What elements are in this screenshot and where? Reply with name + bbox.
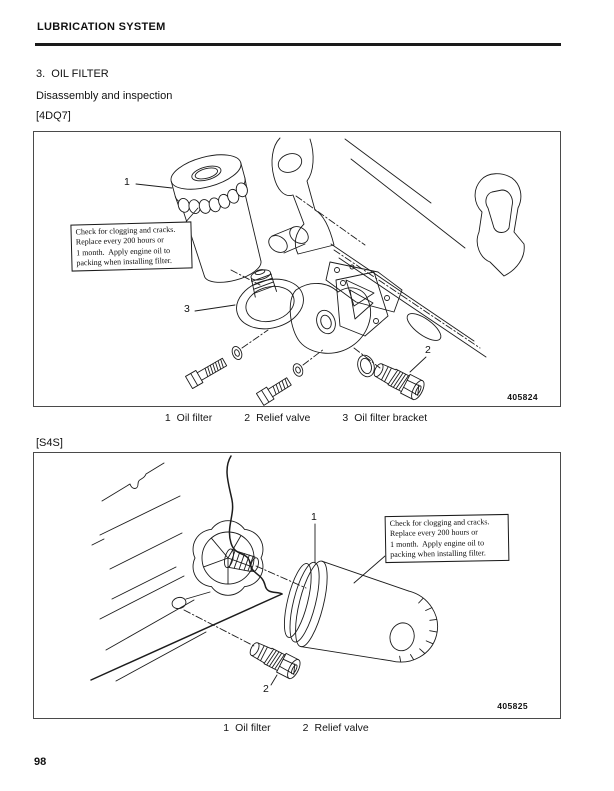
- callout-1-label: 1: [124, 176, 130, 188]
- exploded-view-4dq7: [135, 137, 525, 406]
- relief-valve-drawing: [249, 642, 301, 680]
- mounting-bolt-drawing: [185, 357, 228, 390]
- figure-s4s-box: 1 2 Check for clogging and cracks. Repla…: [33, 452, 561, 719]
- caption-number: 1: [164, 412, 171, 424]
- header-rule: [35, 43, 561, 46]
- bolt-center-line: [241, 329, 269, 349]
- mounting-bolt-drawing: [255, 377, 292, 406]
- relief-valve-drawing: [373, 363, 425, 401]
- callout-2-leader: [409, 356, 427, 373]
- variant-label-s4s: [S4S]: [36, 437, 63, 449]
- caption-item: 2 Relief valve: [303, 722, 369, 734]
- subheading: Disassembly and inspection: [36, 90, 173, 102]
- caption-number: 2: [244, 412, 251, 424]
- filter-flange-drawing: [192, 520, 264, 596]
- note-leader: [353, 555, 386, 584]
- washer-drawing: [231, 346, 243, 360]
- note-leader: [183, 207, 199, 225]
- callout-3-label: 3: [184, 303, 190, 315]
- caption-label: Oil filter: [235, 722, 271, 734]
- note-line: packing when installing filter.: [390, 548, 486, 559]
- oil-filter-drawing: [283, 560, 438, 663]
- variant-label-4dq7: [4DQ7]: [36, 110, 71, 122]
- caption-item: 1 Oil filter: [165, 412, 212, 424]
- filter-bracket-drawing: [236, 269, 389, 354]
- washer-drawing: [292, 363, 304, 377]
- engine-crankcase-drawing: [90, 455, 283, 682]
- filter-center-line: [230, 269, 261, 286]
- caption-number: 1: [223, 722, 230, 734]
- callout-3-leader: [194, 304, 236, 312]
- caption-label: Oil filter bracket: [354, 412, 428, 424]
- page-number: 98: [34, 756, 47, 768]
- bolt-center-line: [302, 348, 325, 366]
- caption-number: 2: [302, 722, 309, 734]
- caption-label: Relief valve: [314, 722, 369, 734]
- oil-filter-drawing: [170, 154, 262, 283]
- o-ring-drawing: [357, 354, 375, 378]
- note-line: packing when installing filter.: [76, 255, 173, 268]
- page-title: LUBRICATION SYSTEM: [37, 21, 166, 33]
- caption-number: 3: [342, 412, 349, 424]
- caption-item: 1 Oil filter: [223, 722, 270, 734]
- valve-center-line: [353, 347, 381, 369]
- caption-label: Relief valve: [256, 412, 311, 424]
- callout-1-leader: [135, 183, 173, 189]
- exploded-view-s4s: [90, 455, 438, 686]
- engine-block-drawing: [268, 137, 525, 358]
- figure-number: 405825: [497, 701, 528, 711]
- figure-4dq7-box: 1 2 3 Check for clogging and cracks. Rep…: [33, 131, 561, 407]
- oil-hole-drawing: [171, 591, 211, 610]
- callout-2-leader: [270, 674, 278, 686]
- section-heading: 3. OIL FILTER: [36, 68, 109, 80]
- valve-center-line: [183, 609, 257, 648]
- filter-center-line: [255, 565, 307, 589]
- caption-label: Oil filter: [176, 412, 213, 424]
- callout-2-label: 2: [425, 344, 431, 356]
- figure-caption: 1 Oil filter 2 Relief valve 3 Oil filter br…: [33, 412, 559, 424]
- caption-item: 3 Oil filter bracket: [342, 412, 427, 424]
- callout-2-label: 2: [263, 683, 269, 695]
- figure-caption: 1 Oil filter 2 Relief valve: [33, 722, 559, 734]
- inspection-note: Check for clogging and cracks. Replace e…: [384, 513, 510, 564]
- inspection-note: Check for clogging and cracks. Replace e…: [70, 221, 193, 272]
- callout-1-label: 1: [311, 511, 317, 523]
- caption-item: 2 Relief valve: [244, 412, 310, 424]
- figure-number: 405824: [507, 392, 538, 402]
